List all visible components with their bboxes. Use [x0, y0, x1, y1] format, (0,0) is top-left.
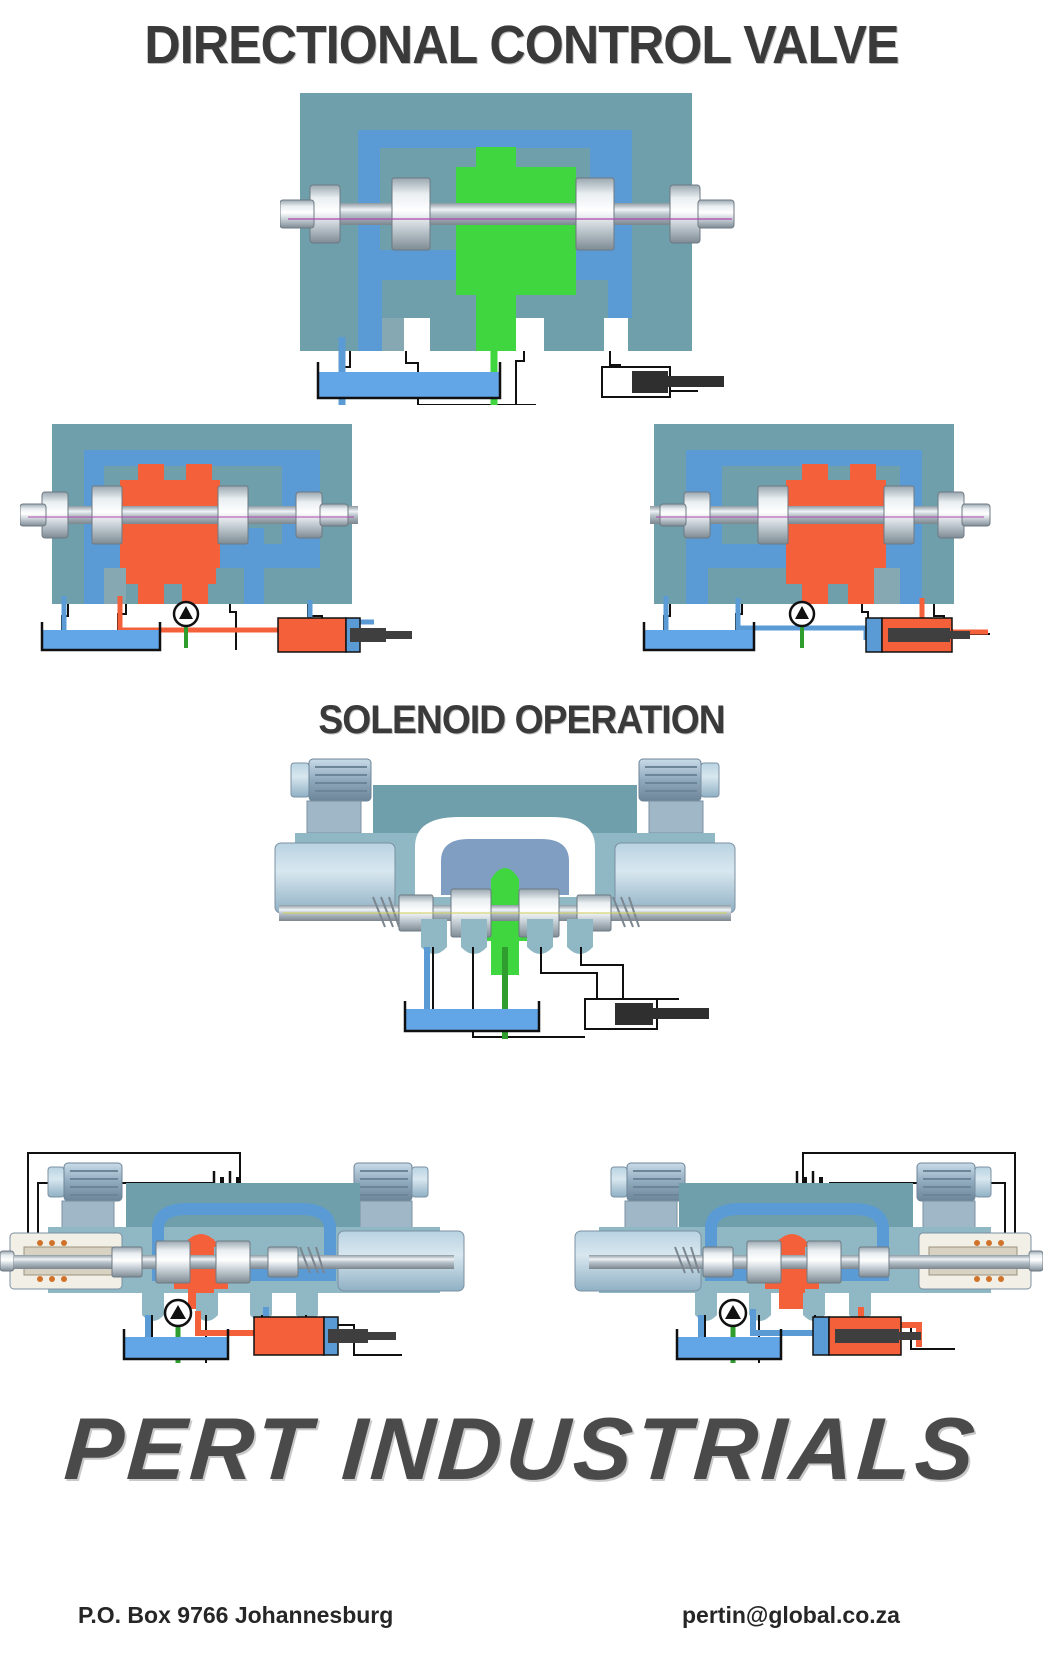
return-spring-right — [299, 1246, 325, 1274]
passage-blue — [705, 1203, 889, 1281]
return-spring-left — [372, 896, 400, 928]
passage-right-drop — [608, 250, 632, 318]
return-spring-left — [674, 1246, 700, 1274]
port-wall-1 — [874, 568, 900, 604]
return-spring-right — [612, 896, 640, 928]
port-drops — [421, 919, 593, 954]
passage-left-drop — [686, 528, 708, 604]
right-solenoid — [638, 758, 720, 834]
port-block-b — [216, 568, 244, 604]
left-solenoid-energised — [47, 1162, 123, 1230]
hydraulic-cylinder — [601, 366, 724, 398]
passage-right-drop — [900, 544, 922, 604]
port-block-a — [654, 568, 686, 604]
pump-symbol — [172, 600, 200, 628]
port-block-c — [544, 318, 604, 351]
diagram-solenoid-centre — [274, 758, 736, 1039]
reservoir-tank — [40, 622, 162, 652]
reservoir-tank — [122, 1329, 230, 1361]
pump-symbol — [163, 1298, 193, 1328]
diagram-valve-neutral — [280, 93, 735, 405]
port-block-b — [708, 568, 786, 604]
port-block-d — [628, 318, 692, 351]
passage-cap — [441, 839, 569, 895]
passage-blue — [152, 1203, 336, 1281]
fluid-red — [765, 1234, 819, 1309]
reservoir-tank — [675, 1329, 783, 1361]
diagram-solenoid-right-energised — [574, 1152, 1043, 1363]
pump-symbol — [718, 1298, 748, 1328]
diagram-valve-shift-right — [642, 424, 991, 653]
passage-left-drop — [358, 250, 382, 351]
port-block-c — [264, 568, 352, 604]
port-block-a — [52, 568, 84, 604]
port-wall-1 — [382, 318, 404, 351]
valve-spool — [650, 485, 991, 545]
reservoir-tank — [316, 362, 502, 400]
footer-email: pertin@global.co.za — [682, 1602, 900, 1628]
section-title: SOLENOID OPERATION — [318, 698, 725, 742]
hydraulic-cylinder — [865, 617, 970, 653]
hydraulic-cylinder — [584, 998, 709, 1030]
left-solenoid — [610, 1162, 686, 1230]
valve-spool — [14, 1240, 454, 1284]
diagram-valve-shift-left — [20, 424, 412, 653]
pump-symbol — [788, 600, 816, 628]
diagram-solenoid-left-energised — [0, 1152, 465, 1363]
valve-spool — [280, 177, 735, 251]
passage-right-drop — [242, 528, 264, 604]
right-solenoid-energised — [916, 1162, 992, 1230]
hydraulic-cylinder — [253, 1316, 396, 1356]
passage-left-drop — [84, 544, 104, 604]
right-solenoid — [353, 1162, 429, 1230]
hydraulic-cylinder — [277, 617, 412, 653]
valve-spool — [589, 1240, 1029, 1284]
company-logo: PERT INDUSTRIALS — [61, 1399, 982, 1498]
reservoir-tank — [403, 1001, 541, 1033]
left-solenoid — [290, 758, 372, 834]
valve-spool — [20, 485, 358, 545]
footer-address: P.O. Box 9766 Johannesburg — [78, 1602, 394, 1628]
fluid-red — [786, 464, 886, 604]
hydraulic-cylinder — [812, 1316, 921, 1356]
end-cap-left — [274, 842, 396, 914]
reservoir-tank — [642, 622, 756, 652]
fluid-green — [456, 147, 576, 351]
fluid-red — [120, 464, 220, 604]
port-wall-1 — [104, 568, 126, 604]
end-cap-right — [614, 842, 736, 914]
port-block-c — [922, 568, 954, 604]
page-title: DIRECTIONAL CONTROL VALVE — [144, 15, 899, 75]
